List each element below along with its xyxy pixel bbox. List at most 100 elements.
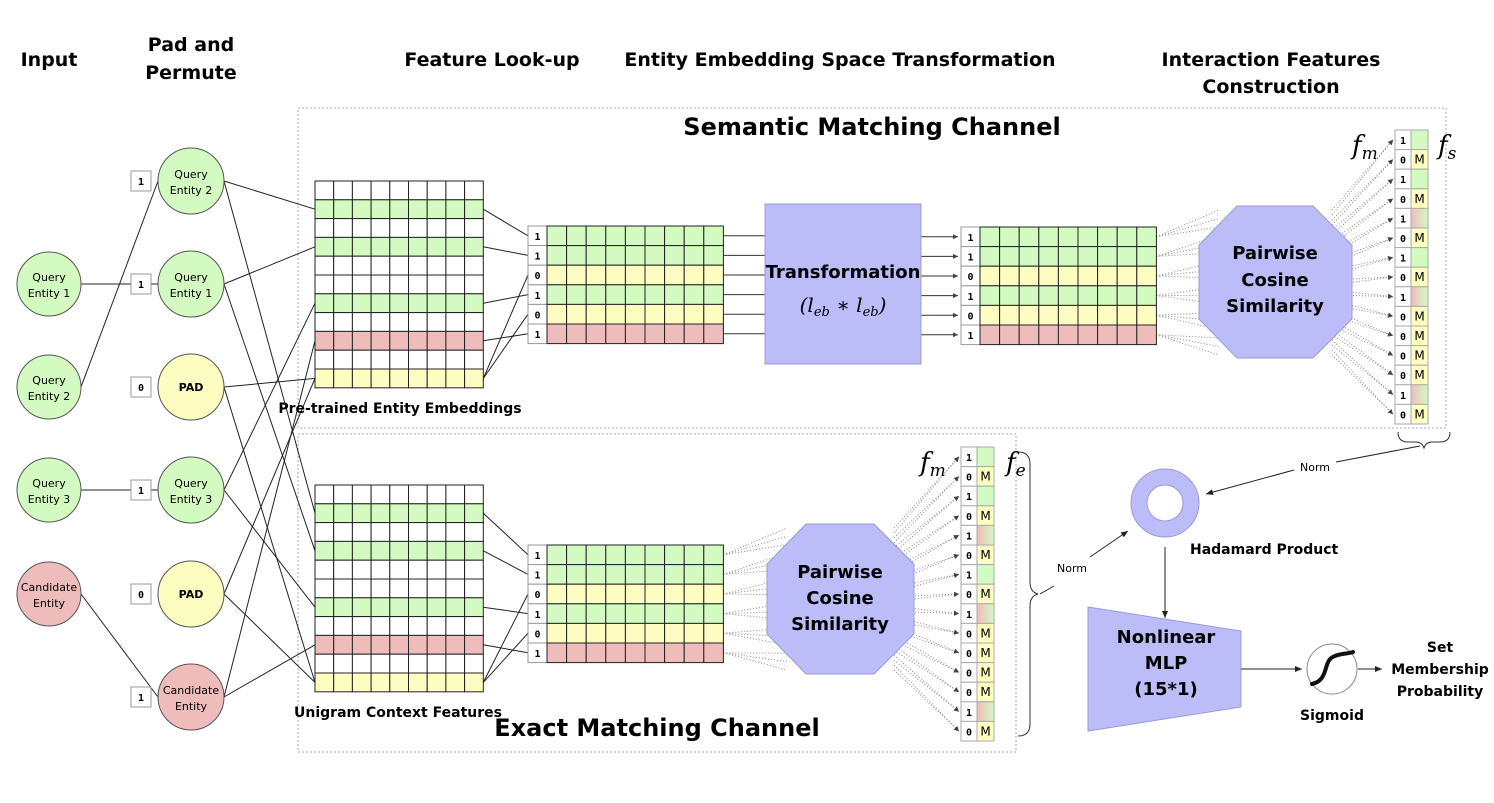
- semantic-fm-label: fm: [1350, 131, 1378, 164]
- exact-sequence-cell: [644, 564, 666, 585]
- exact-lookup-cell: [389, 484, 409, 505]
- mask-box: [130, 273, 152, 295]
- exact-cosine-line1: Pairwise: [797, 562, 883, 583]
- transformed-sequence-cell: [999, 304, 1020, 326]
- semantic-sequence-cell: [703, 264, 724, 286]
- transformed-sequence-cell: [979, 226, 1001, 248]
- similarity-dotted-arrow: [893, 456, 960, 529]
- exact-interaction-mask-symbol: M: [980, 666, 990, 680]
- input-node-label: Entity 1: [28, 287, 71, 300]
- semantic-sequence-cell: [683, 264, 705, 286]
- padded-node-3: [157, 353, 225, 421]
- similarity-dotted-arrow: [1331, 309, 1394, 337]
- semantic-sequence-cell: [664, 323, 685, 345]
- transformed-sequence-cell: [1077, 265, 1099, 287]
- exact-sequence-cell: [566, 544, 587, 566]
- semantic-lookup-cell: [464, 293, 484, 314]
- exact-lookup-cell: [426, 616, 447, 636]
- semantic-lookup-cell: [333, 368, 353, 389]
- exact-lookup-cell: [464, 559, 484, 580]
- semantic-interaction-fm-value: 1: [1400, 254, 1406, 265]
- semantic-sequence-cell: [683, 303, 705, 325]
- exact-sequence-cell: [683, 564, 705, 585]
- sequence-line: [482, 313, 529, 379]
- mask-value: 1: [138, 280, 144, 291]
- padded-node-label: Query: [174, 271, 208, 284]
- semantic-lookup-cell: [333, 274, 353, 295]
- exact-lookup-cell: [351, 634, 372, 655]
- semantic-lookup-cell: [370, 330, 391, 351]
- exact-sequence-cell: [624, 622, 646, 644]
- exact-sequence-cell: [546, 642, 568, 664]
- lookup-line: [223, 489, 316, 608]
- semantic-lookup-cell: [408, 236, 428, 257]
- semantic-lookup-cell: [333, 330, 353, 351]
- semantic-lookup-cell: [464, 199, 484, 220]
- exact-sequence-cell: [644, 583, 666, 605]
- similarity-dotted-arrow: [1331, 159, 1394, 221]
- exact-lookup-cell: [408, 503, 428, 524]
- semantic-lookup-cell: [408, 293, 428, 314]
- semantic-lookup-cell: [314, 330, 335, 351]
- exact-interaction-f-cell: [976, 446, 995, 468]
- semantic-lookup-cell: [351, 368, 372, 389]
- exact-lookup-cell: [464, 540, 484, 561]
- similarity-dotted-arrow: [1331, 237, 1394, 266]
- semantic-lookup-cell: [389, 180, 409, 201]
- exact-lookup-cell: [464, 634, 484, 655]
- semantic-lookup-cell: [445, 274, 466, 295]
- header-transformation: Entity Embedding Space Transformation: [624, 49, 1055, 71]
- exact-lookup-cell: [333, 597, 353, 618]
- semantic-sequence-cell: [624, 303, 646, 325]
- exact-lookup-cell: [389, 540, 409, 561]
- exact-lookup-cell: [314, 672, 335, 693]
- semantic-lookup-cell: [408, 218, 428, 238]
- semantic-cosine-similarity-box: [1198, 205, 1353, 359]
- transformed-sequence-cell: [979, 324, 1001, 346]
- exact-fm-label: fm: [918, 448, 946, 481]
- semantic-sequence-cell: [605, 284, 626, 305]
- similarity-dotted-arrow: [893, 615, 960, 635]
- semantic-channel-title: Semantic Matching Channel: [683, 113, 1060, 141]
- lookup-line: [223, 644, 316, 698]
- exact-lookup-cell: [314, 559, 335, 580]
- transformed-sequence-cell: [1018, 285, 1040, 306]
- exact-lookup-cell: [464, 578, 484, 599]
- similarity-dotted-arrow: [893, 669, 960, 732]
- norm-line-top: [1335, 445, 1421, 463]
- exact-lookup-cell: [464, 597, 484, 618]
- similarity-dotted-arrow: [893, 554, 960, 578]
- sequence-line: [483, 246, 529, 256]
- semantic-lookup-cell: [408, 312, 428, 332]
- exact-sequence-cell: [624, 583, 646, 605]
- similarity-dotted-arrow: [1331, 344, 1394, 395]
- semantic-interaction-mask-symbol: M: [1414, 192, 1424, 206]
- exact-interaction-fm-value: 0: [966, 629, 972, 640]
- exact-lookup-cell: [351, 522, 372, 542]
- mask-value: 0: [138, 590, 144, 601]
- similarity-dotted-arrow: [893, 649, 960, 693]
- exact-lookup-cell: [370, 484, 391, 505]
- semantic-lookup-cell: [389, 199, 409, 220]
- lookup-line: [223, 180, 316, 514]
- input-node-label: Candidate: [21, 581, 77, 594]
- semantic-lookup-cell: [445, 218, 466, 238]
- lookup-line: [223, 283, 316, 551]
- semantic-sequence-cell: [703, 323, 724, 345]
- exact-lookup-cell: [314, 484, 335, 505]
- exact-sequence-cell: [566, 564, 587, 585]
- transformed-sequence-cell: [1018, 226, 1040, 248]
- semantic-sequence-mask-value: 1: [534, 330, 540, 341]
- semantic-lookup-cell: [333, 180, 353, 201]
- semantic-sequence-cell: [644, 245, 666, 266]
- exact-lookup-cell: [370, 672, 391, 693]
- exact-lookup-cell: [351, 653, 372, 674]
- exact-interaction-fm-value: 0: [966, 649, 972, 660]
- transformed-sequence-cell: [1057, 304, 1079, 326]
- semantic-sequence-cell: [605, 225, 626, 247]
- similarity-dotted-arrow: [1331, 339, 1394, 395]
- exact-lookup-cell: [408, 522, 428, 542]
- semantic-lookup-cell: [351, 274, 372, 295]
- similarity-dotted-line: [723, 527, 788, 556]
- exact-lookup-cell: [408, 597, 428, 618]
